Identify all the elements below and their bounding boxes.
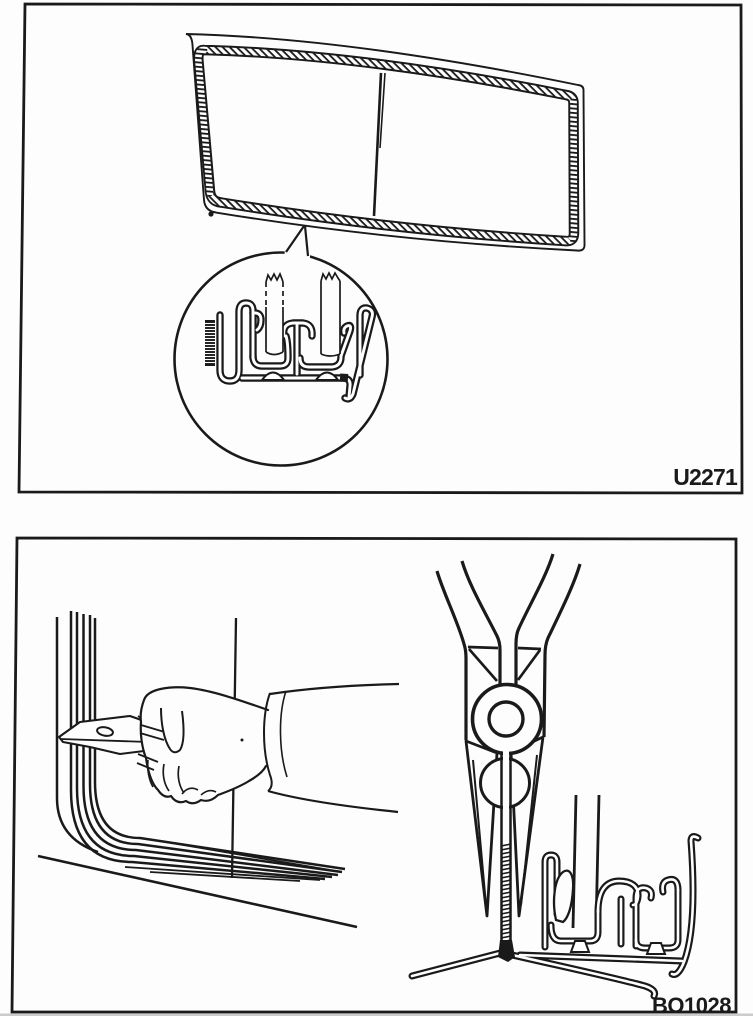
svg-text:BO1028: BO1028 <box>652 993 731 1016</box>
svg-text:U2271: U2271 <box>673 464 738 490</box>
